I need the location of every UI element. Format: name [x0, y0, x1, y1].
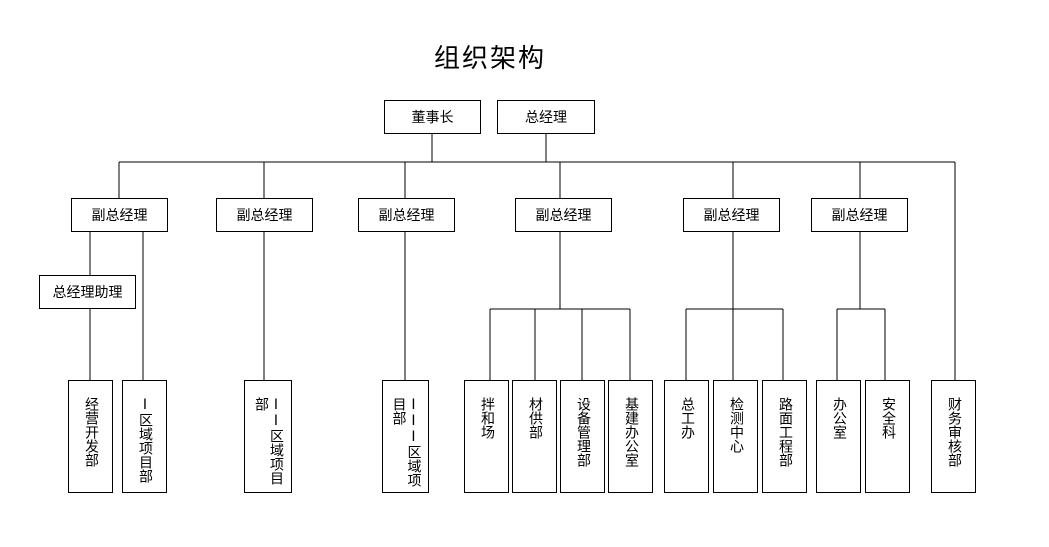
chairman-label: 董事长 [411, 110, 454, 126]
dept-box: 检测中心 [713, 380, 758, 493]
vp-label: 副总经理 [831, 208, 888, 224]
dept-box: 路面工程部 [762, 380, 807, 493]
dept-label: 经营开发部 [83, 397, 99, 467]
page-title: 组织架构 [433, 44, 546, 74]
gm-assistant-box: 总经理助理 [39, 275, 136, 309]
dept-box: 财务审核部 [931, 380, 976, 493]
vp-box-6: 副总经理 [811, 198, 908, 232]
dept-box: 拌和场 [464, 380, 509, 493]
dept-box: I区域项目部 [122, 380, 167, 493]
vp-box-3: 副总经理 [358, 198, 455, 232]
vp-box-1: 副总经理 [71, 198, 168, 232]
dept-label: 检测中心 [728, 397, 744, 453]
general-manager-box: 总经理 [497, 100, 595, 134]
vp-label: 副总经理 [91, 208, 148, 224]
dept-box: 基建办公室 [608, 380, 653, 493]
chairman-box: 董事长 [384, 100, 481, 134]
gm-assistant-label: 总经理助理 [52, 285, 123, 301]
dept-label: 总工办 [679, 397, 695, 439]
vp-label: 副总经理 [236, 208, 293, 224]
dept-box: 设备管理部 [560, 380, 605, 493]
dept-label: 财务审核部 [946, 397, 962, 467]
general-manager-label: 总经理 [525, 110, 567, 126]
dept-label: I区域项目部 [137, 397, 153, 483]
dept-label: II区域项目部 [253, 397, 284, 485]
dept-label: 安全科 [880, 397, 896, 439]
dept-label: 拌和场 [479, 397, 495, 439]
vp-label: 副总经理 [535, 208, 592, 224]
dept-box: 总工办 [664, 380, 709, 493]
vp-box-2: 副总经理 [216, 198, 313, 232]
dept-box: 办公室 [816, 380, 861, 493]
dept-box: 经营开发部 [68, 380, 113, 493]
vp-box-4: 副总经理 [515, 198, 612, 232]
dept-label: III区域项目部 [390, 397, 422, 487]
dept-box: 安全科 [865, 380, 910, 493]
dept-box: III区域项目部 [382, 380, 429, 493]
dept-box: 材供部 [512, 380, 557, 493]
vp-box-5: 副总经理 [683, 198, 780, 232]
vp-label: 副总经理 [378, 208, 435, 224]
dept-label: 办公室 [831, 397, 847, 439]
vp-label: 副总经理 [703, 208, 760, 224]
dept-label: 材供部 [527, 397, 543, 439]
dept-label: 设备管理部 [575, 397, 591, 467]
dept-box: II区域项目部 [244, 380, 292, 493]
dept-label: 路面工程部 [777, 397, 793, 467]
dept-label: 基建办公室 [623, 397, 639, 467]
